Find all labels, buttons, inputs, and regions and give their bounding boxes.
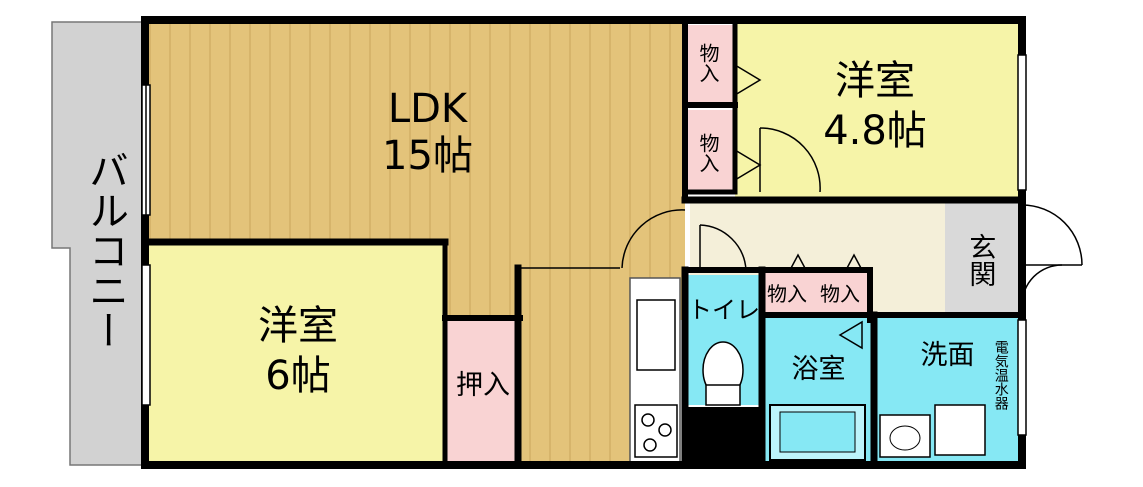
- water-heater-tank: [934, 404, 986, 456]
- washroom-label: 洗面: [920, 340, 975, 371]
- bathtub-inner: [779, 411, 856, 453]
- western-room-b-size: 6帖: [265, 353, 331, 399]
- walls: [141, 16, 1026, 469]
- ldk-floor: [145, 20, 685, 240]
- stove-burners: [634, 404, 678, 458]
- storage-1-floor: [688, 25, 735, 102]
- western-room-b-floor: [145, 243, 443, 465]
- western-room-a-floor: [735, 20, 1023, 200]
- closet-floor: [445, 320, 517, 465]
- sink-basin: [636, 299, 676, 371]
- balcony-label: バルコニー: [82, 150, 128, 350]
- western-room-b-name: 洋室: [258, 303, 338, 349]
- entrance-label: 玄関: [964, 233, 996, 287]
- storage-3-label: 物入: [767, 282, 807, 306]
- storage-4-floor: [813, 270, 867, 313]
- closet-label: 押入: [456, 370, 510, 401]
- western-room-a-size: 4.8帖: [823, 108, 927, 154]
- toilet-pipe-shaft: [688, 410, 762, 465]
- western-room-a-name: 洋室: [835, 58, 915, 104]
- storage-2-floor: [688, 110, 735, 190]
- entrance-floor: [945, 203, 1018, 313]
- toilet-label: トイレ: [688, 296, 760, 324]
- bathroom-label: 浴室: [791, 354, 846, 385]
- water-heater-label: 電気温水器: [992, 340, 1009, 410]
- ldk-size: 15帖: [382, 133, 473, 179]
- kitchen-corridor-floor: [520, 270, 630, 465]
- doors: [621, 64, 1083, 350]
- storage-4-label: 物入: [820, 282, 860, 306]
- ldk-name: LDK: [387, 86, 468, 132]
- toilet-tank: [705, 384, 741, 406]
- windows: [141, 54, 1027, 436]
- storage-3-floor: [760, 270, 813, 313]
- storage-2-label: 物入: [696, 132, 720, 173]
- washbasin-bowl: [889, 425, 921, 451]
- storage-1-label: 物入: [696, 42, 720, 83]
